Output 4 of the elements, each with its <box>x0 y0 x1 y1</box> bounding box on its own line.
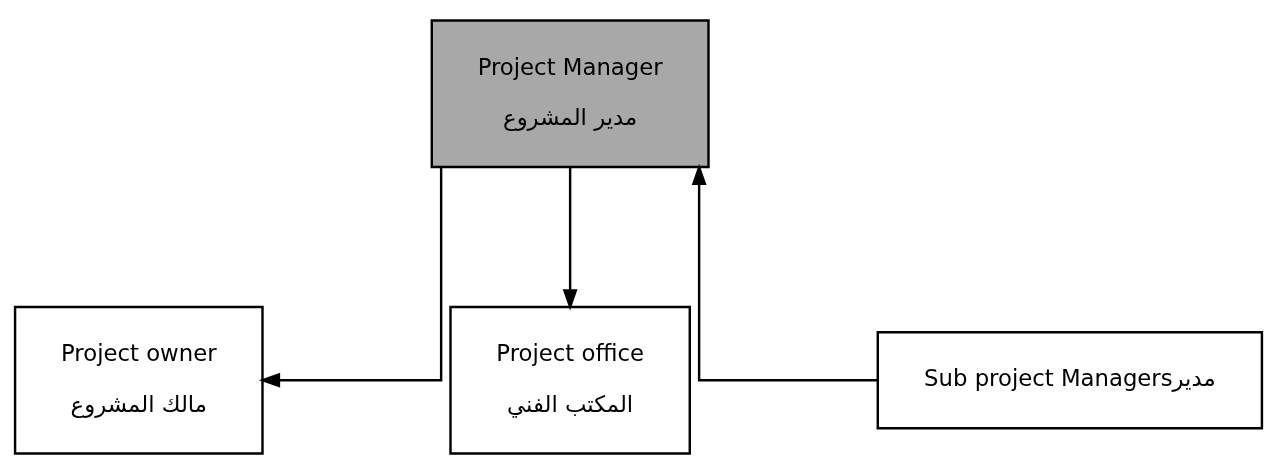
arrow <box>691 163 878 382</box>
node-box: Sub project Managersمدير <box>876 331 1264 430</box>
arrow <box>258 167 443 388</box>
arrow <box>562 167 578 311</box>
